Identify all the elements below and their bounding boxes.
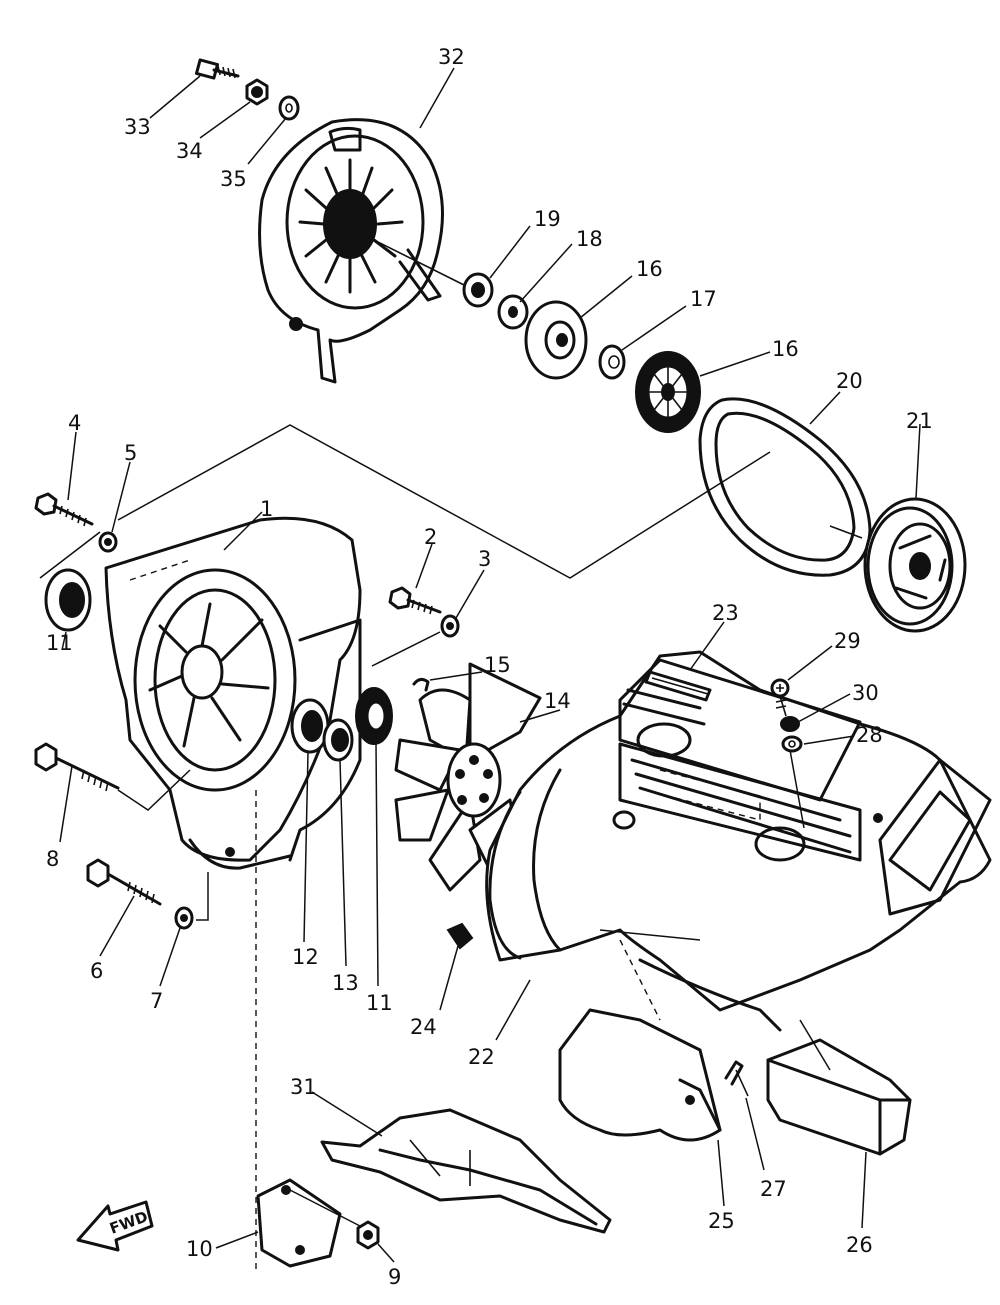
assembly-guide-line-4 xyxy=(371,631,441,667)
callout-26: 26 xyxy=(846,1233,873,1257)
callout-7: 7 xyxy=(150,989,163,1013)
callout-8: 8 xyxy=(46,847,59,871)
callout-3: 3 xyxy=(478,547,491,571)
assembly-guide-line-2 xyxy=(39,531,101,579)
belt-guard-31 xyxy=(320,1108,612,1234)
callout-16b: 16 xyxy=(772,337,799,361)
pulley-21 xyxy=(863,497,967,633)
callout-19: 19 xyxy=(534,207,561,231)
bearing-11b xyxy=(355,687,393,745)
duct-26 xyxy=(766,1019,912,1156)
washer-18 xyxy=(497,294,529,330)
pulley-half-16a xyxy=(524,300,588,380)
washer-3 xyxy=(440,614,460,638)
assembly-guide-line-5 xyxy=(117,769,191,811)
shroud-22 xyxy=(485,650,992,1032)
callout-2: 2 xyxy=(424,525,437,549)
callout-11a: 11 xyxy=(46,631,73,655)
washer-7 xyxy=(174,906,194,930)
callout-21: 21 xyxy=(906,409,933,433)
callout-25: 25 xyxy=(708,1209,735,1233)
callout-18: 18 xyxy=(576,227,603,251)
callout-31: 31 xyxy=(290,1075,317,1099)
housing-1 xyxy=(104,516,362,870)
washer-28 xyxy=(781,735,803,753)
bolt-2 xyxy=(388,586,442,615)
callout-10: 10 xyxy=(186,1237,213,1261)
callout-27: 27 xyxy=(760,1177,787,1201)
belt-20 xyxy=(698,397,872,577)
callout-34: 34 xyxy=(176,139,203,163)
seal-11a xyxy=(44,568,92,632)
callout-24: 24 xyxy=(410,1015,437,1039)
callout-12: 12 xyxy=(292,945,319,969)
washer-35 xyxy=(278,95,300,121)
callout-30: 30 xyxy=(852,681,879,705)
callout-33: 33 xyxy=(124,115,151,139)
callout-15: 15 xyxy=(484,653,511,677)
washer-30 xyxy=(780,716,800,732)
callout-13: 13 xyxy=(332,971,359,995)
callout-16a: 16 xyxy=(636,257,663,281)
deflector-25 xyxy=(558,1008,722,1142)
seal-12 xyxy=(290,698,330,754)
bolt-8 xyxy=(34,742,120,792)
grommet-24 xyxy=(446,922,474,950)
callout-leaders xyxy=(59,67,921,1263)
pulley-half-16b xyxy=(635,351,701,433)
nut-9 xyxy=(356,1220,380,1250)
decal-23 xyxy=(644,670,712,702)
callout-1: 1 xyxy=(260,497,273,521)
callout-6: 6 xyxy=(90,959,103,983)
callout-22: 22 xyxy=(468,1045,495,1069)
callout-4: 4 xyxy=(68,411,81,435)
callout-23: 23 xyxy=(712,601,739,625)
assembly-guide-line xyxy=(117,424,771,579)
callout-14: 14 xyxy=(544,689,571,713)
bolt-33 xyxy=(194,58,240,80)
washer-5 xyxy=(98,531,118,553)
fan-cover-32 xyxy=(258,118,444,384)
callout-29: 29 xyxy=(834,629,861,653)
screw-axis xyxy=(789,749,805,829)
spacer-17 xyxy=(598,344,626,380)
cover-10 xyxy=(256,1178,361,1268)
screw-29 xyxy=(770,678,790,717)
nut-19 xyxy=(462,272,494,308)
clip-27 xyxy=(724,1060,749,1097)
assembly-guide-line-3 xyxy=(829,525,863,539)
bolt-6 xyxy=(86,858,162,906)
callout-35: 35 xyxy=(220,167,247,191)
callout-20: 20 xyxy=(836,369,863,393)
callout-11b: 11 xyxy=(366,991,393,1015)
clip-15 xyxy=(412,677,430,692)
assembly-guide-line-6 xyxy=(196,872,209,921)
fwd-arrow-icon: FWD xyxy=(76,1200,154,1252)
nut-34 xyxy=(245,78,269,106)
callout-28: 28 xyxy=(856,723,883,747)
callout-17: 17 xyxy=(690,287,717,311)
seal-13 xyxy=(322,718,354,762)
callout-32: 32 xyxy=(438,45,465,69)
callout-9: 9 xyxy=(388,1265,401,1289)
callout-5: 5 xyxy=(124,441,137,465)
axis-line xyxy=(349,227,471,289)
bolt-4 xyxy=(34,492,94,527)
callout-labels: 33 34 35 32 19 18 16 17 16 20 21 4 5 1 2… xyxy=(46,45,933,1289)
